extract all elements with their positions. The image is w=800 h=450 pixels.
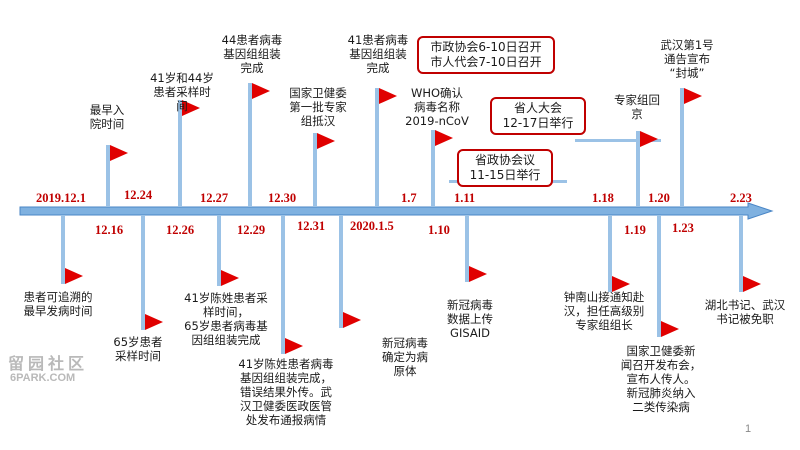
event-label: 新冠病毒 确定为病 原体 bbox=[382, 336, 428, 378]
flag-icon bbox=[469, 266, 487, 282]
flag-icon bbox=[435, 130, 453, 146]
page-number: 1 bbox=[745, 423, 752, 435]
event-label: 41岁和44岁 患者采样时 间 bbox=[150, 71, 214, 113]
date-label: 1.19 bbox=[624, 223, 646, 237]
flag-pole bbox=[375, 88, 379, 207]
event-label: 新冠病毒 数据上传 GISAID bbox=[447, 298, 493, 340]
flag-icon bbox=[182, 100, 200, 116]
date-label: 2019.12.1 bbox=[36, 191, 86, 205]
event-label: 41岁陈姓患者采 样时间， 65岁患者病毒基 因组组装完成 bbox=[184, 291, 268, 347]
meeting-box: 市政协会6-10日召开 市人代会7-10日召开 bbox=[417, 36, 555, 74]
flag-icon bbox=[743, 276, 761, 292]
date-label: 2020.1.5 bbox=[350, 219, 394, 233]
flag-icon bbox=[661, 321, 679, 337]
flag-icon bbox=[221, 270, 239, 286]
flag-pole bbox=[465, 215, 469, 282]
flag-pole bbox=[141, 215, 145, 330]
flag-icon bbox=[684, 88, 702, 104]
flag-icon bbox=[612, 276, 630, 292]
date-label: 12.29 bbox=[237, 223, 266, 237]
date-label: 1.23 bbox=[672, 221, 694, 235]
date-label: 1.11 bbox=[454, 191, 476, 205]
event-label: 最早入 院时间 bbox=[89, 103, 125, 131]
meeting-box: 省政协会议 11-15日举行 bbox=[457, 149, 553, 187]
event-label: 钟南山接通知赴 汉，担任高级别 专家组组长 bbox=[563, 290, 645, 332]
event-label: WHO确认 病毒名称 2019-nCoV bbox=[405, 86, 469, 128]
flag-pole bbox=[61, 215, 65, 284]
date-label: 2.23 bbox=[730, 191, 752, 205]
flag-pole bbox=[106, 145, 110, 207]
watermark: 留园社区 bbox=[8, 354, 89, 373]
date-label: 1.20 bbox=[648, 191, 670, 205]
watermark: 6PARK.COM bbox=[10, 372, 76, 384]
event-label: 41患者病毒 基因组组装 完成 bbox=[347, 33, 409, 75]
event-label: 武汉第1号 通告宣布 “封城” bbox=[660, 38, 714, 80]
date-label: 12.16 bbox=[95, 223, 124, 237]
flag-icon bbox=[343, 312, 361, 328]
flag-pole bbox=[636, 131, 640, 207]
event-label: 湖北书记、武汉 书记被免职 bbox=[704, 298, 786, 326]
event-label: 41岁陈姓患者病毒 基因组组装完成， 错误结果外传。武 汉卫健委医政医管 处发布… bbox=[238, 357, 334, 427]
flag-icon bbox=[110, 145, 128, 161]
event-label: 44患者病毒 基因组组装 完成 bbox=[221, 33, 283, 75]
flag-pole bbox=[680, 88, 684, 207]
date-label: 12.26 bbox=[166, 223, 195, 237]
date-label: 12.27 bbox=[200, 191, 229, 205]
meeting-box: 省人大会 12-17日举行 bbox=[490, 97, 586, 135]
flag-icon bbox=[285, 338, 303, 354]
flag-pole bbox=[313, 133, 317, 207]
flag-pole bbox=[178, 100, 182, 207]
flag-pole bbox=[248, 83, 252, 207]
date-label: 12.30 bbox=[268, 191, 297, 205]
flag-pole bbox=[608, 215, 612, 292]
event-label: 65岁患者 采样时间 bbox=[113, 335, 163, 363]
box-accent-line bbox=[575, 139, 661, 142]
flag-icon bbox=[65, 268, 83, 284]
flag-icon bbox=[252, 83, 270, 99]
event-label: 患者可追溯的 最早发病时间 bbox=[23, 290, 93, 318]
flag-pole bbox=[657, 215, 661, 337]
event-label: 国家卫健委 第一批专家 组抵汉 bbox=[289, 86, 347, 128]
date-label: 1.18 bbox=[592, 191, 614, 205]
date-label: 1.10 bbox=[428, 223, 450, 237]
flag-icon bbox=[379, 88, 397, 104]
flag-icon bbox=[640, 131, 658, 147]
flag-pole bbox=[739, 215, 743, 292]
date-label: 12.31 bbox=[297, 219, 326, 233]
flag-pole bbox=[217, 215, 221, 286]
flag-icon bbox=[145, 314, 163, 330]
flag-icon bbox=[317, 133, 335, 149]
flag-pole bbox=[431, 130, 435, 207]
event-label: 专家组回 京 bbox=[614, 93, 660, 121]
flag-pole bbox=[281, 215, 285, 354]
flag-pole bbox=[339, 215, 343, 328]
event-label: 国家卫健委新 闻召开发布会， 宣布人传人。 新冠肺炎纳入 二类传染病 bbox=[620, 344, 702, 414]
date-label: 1.7 bbox=[401, 191, 417, 205]
date-label: 12.24 bbox=[124, 188, 153, 202]
